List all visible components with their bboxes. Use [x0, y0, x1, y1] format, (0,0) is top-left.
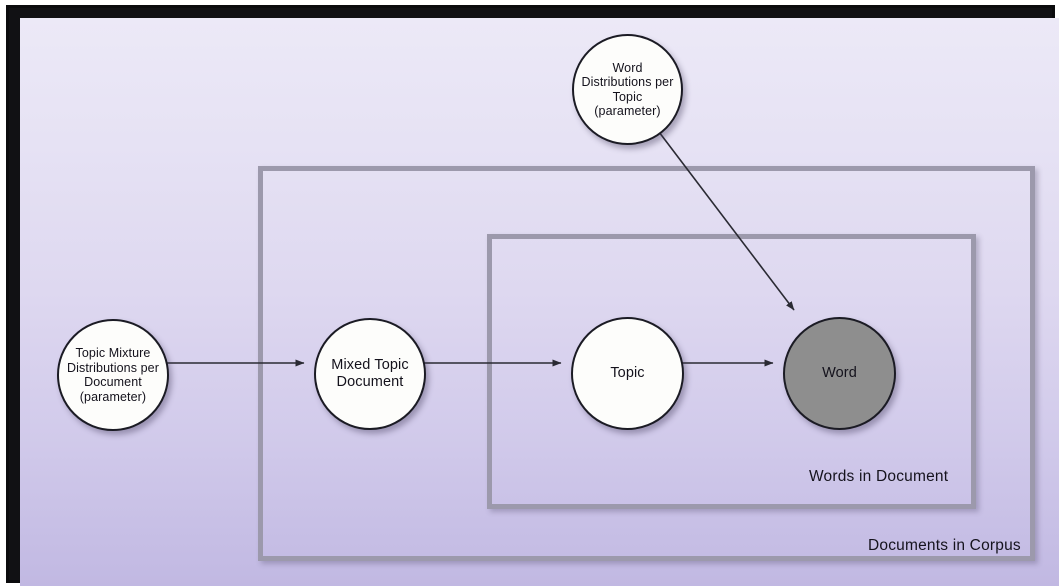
node-mixed-topic-document[interactable]: Mixed Topic Document [314, 318, 426, 430]
node-topic-line1: Topic [610, 365, 645, 381]
node-topic[interactable]: Topic [571, 317, 684, 430]
node-word-distributions-per-topic[interactable]: Word Distributions per Topic (parameter) [572, 34, 683, 145]
node-mixed-topic-document-label: Mixed Topic Document [325, 357, 414, 391]
image-frame: Words in Document Documents in Corpus [6, 5, 1059, 586]
node-topic-mixture-label: Topic Mixture Distributions per Document… [61, 346, 165, 404]
node-topic-mix-line2: Distributions per [66, 360, 159, 375]
node-word-dist-line1: Word [612, 60, 643, 75]
node-topic-mix-line3: Document [84, 375, 142, 389]
node-mixed-doc-line2: Document [336, 374, 404, 390]
node-word-label: Word [816, 365, 863, 382]
node-word-distributions-label: Word Distributions per Topic (parameter) [575, 61, 679, 119]
plate-label-documents-in-corpus: Documents in Corpus [868, 537, 1021, 554]
node-topic-mix-line4: (parameter) [79, 389, 147, 404]
node-word-dist-line2: Distributions per [581, 75, 674, 89]
node-topic-label: Topic [604, 365, 650, 382]
node-mixed-doc-line1: Mixed Topic [331, 357, 409, 373]
node-topic-mixture-distributions-per-document[interactable]: Topic Mixture Distributions per Document… [57, 319, 169, 431]
node-word[interactable]: Word [783, 317, 896, 430]
node-topic-mix-line1: Topic Mixture [75, 346, 151, 360]
node-word-line1: Word [822, 365, 857, 381]
node-word-dist-line3: Topic [612, 89, 643, 104]
diagram-surface: Words in Document Documents in Corpus [20, 18, 1059, 586]
node-word-dist-line4: (parameter) [594, 104, 661, 118]
plate-label-words-in-document: Words in Document [809, 468, 949, 485]
